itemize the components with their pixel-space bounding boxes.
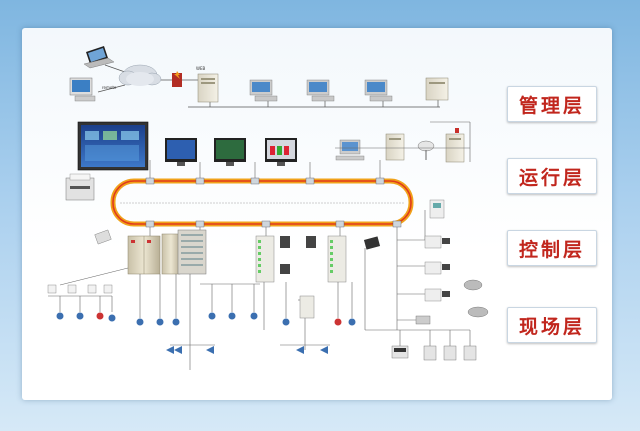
- camera-icon: [424, 261, 450, 275]
- workstation-icon: [364, 79, 393, 102]
- field-bus: [48, 248, 471, 370]
- io-module-icon: [299, 295, 315, 319]
- meter-display: [394, 348, 406, 352]
- server-label: WEB: [196, 66, 205, 71]
- camera-icon: [424, 288, 450, 302]
- pc-icon: [69, 77, 96, 102]
- layer-label-control: 控制层: [507, 230, 597, 266]
- management-server-icon: [197, 73, 219, 103]
- io-module-icon: [306, 235, 347, 283]
- pc-label: remote: [102, 85, 117, 90]
- camera-icon: [424, 235, 450, 249]
- cloud-icon: [118, 64, 162, 86]
- sensor-icon: [56, 312, 356, 326]
- control-cabinet-icon: [161, 233, 181, 275]
- io-module-icon: [255, 235, 290, 283]
- control-cabinet-icon: [177, 229, 207, 275]
- laptop-icon: [83, 46, 115, 69]
- monitor-icon: [214, 138, 246, 166]
- wall-display-icon: [77, 121, 149, 171]
- printer-icon: [65, 173, 95, 201]
- monitor-icon: [165, 138, 197, 166]
- workstation-icon: [249, 79, 278, 102]
- workstation-icon: [335, 139, 365, 161]
- server-icon: [445, 128, 465, 163]
- firewall-icon: [172, 71, 182, 87]
- operation-links: [149, 121, 471, 178]
- layer-label-field: 现场层: [507, 307, 597, 343]
- meter-icon: [47, 284, 113, 294]
- layer-label-operation: 运行层: [507, 158, 597, 194]
- control-links: [149, 210, 426, 330]
- valve-icon: [166, 346, 328, 354]
- management-server-icon: [425, 77, 449, 101]
- layer-label-management: 管理层: [507, 86, 597, 122]
- satellite-dish-icon: [417, 140, 435, 160]
- phone-icon: [94, 229, 112, 245]
- ring-network: [110, 178, 414, 227]
- control-cabinet-icon: [127, 235, 161, 275]
- workstation-icon: [306, 79, 335, 102]
- access-terminal-icon: [429, 199, 445, 219]
- gateway-icon: [363, 236, 381, 250]
- management-network: [97, 64, 440, 108]
- server-icon: [385, 133, 405, 161]
- wifi-router-icon: [415, 315, 431, 325]
- monitor-icon: [265, 138, 297, 166]
- switch-icon: [145, 177, 402, 228]
- camera-icon: [463, 279, 489, 318]
